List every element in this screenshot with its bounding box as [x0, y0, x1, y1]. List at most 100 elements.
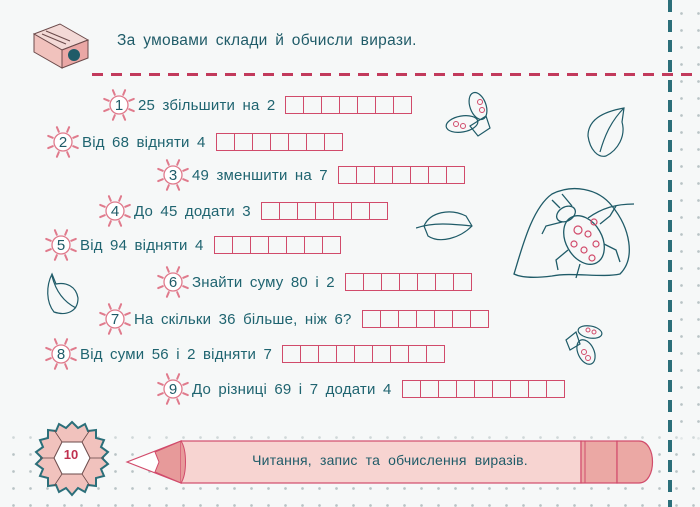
- answer-cell[interactable]: [283, 346, 302, 362]
- answer-cell[interactable]: [304, 97, 323, 113]
- task-row: 4 До 45 додати 3: [98, 195, 388, 227]
- answer-cell[interactable]: [447, 167, 465, 183]
- answer-cell[interactable]: [251, 237, 269, 253]
- answer-cell[interactable]: [286, 97, 305, 113]
- answer-cell[interactable]: [394, 97, 413, 113]
- sun-number-badge: 8: [44, 337, 78, 371]
- answer-grid[interactable]: [215, 133, 343, 151]
- answer-cell[interactable]: [399, 311, 417, 327]
- answer-cell[interactable]: [339, 167, 357, 183]
- horizontal-dashed-divider: [92, 73, 700, 76]
- answer-cell[interactable]: [217, 134, 235, 150]
- answer-cell[interactable]: [323, 237, 341, 253]
- answer-cell[interactable]: [375, 167, 393, 183]
- answer-cell[interactable]: [411, 167, 429, 183]
- answer-cell[interactable]: [427, 346, 446, 362]
- answer-cell[interactable]: [429, 167, 447, 183]
- answer-cell[interactable]: [280, 203, 298, 219]
- answer-cell[interactable]: [253, 134, 271, 150]
- answer-cell[interactable]: [305, 237, 323, 253]
- answer-cell[interactable]: [400, 274, 418, 290]
- answer-cell[interactable]: [352, 203, 370, 219]
- task-row: 2 Від 68 відняти 4: [46, 126, 343, 158]
- sun-number-badge: 6: [156, 265, 190, 299]
- answer-cell[interactable]: [325, 134, 343, 150]
- exercise-instruction: За умовами склади й обчисли вирази.: [117, 32, 417, 49]
- sun-number-badge: 9: [156, 372, 190, 406]
- sun-number-badge: 1: [102, 88, 136, 122]
- answer-cell[interactable]: [381, 311, 399, 327]
- answer-cell[interactable]: [370, 203, 388, 219]
- sun-icon: [45, 338, 77, 370]
- answer-cell[interactable]: [493, 381, 511, 397]
- answer-cell[interactable]: [547, 381, 565, 397]
- answer-cell[interactable]: [322, 97, 341, 113]
- answer-grid[interactable]: [282, 345, 446, 363]
- task-row: 9 До різниці 69 і 7 додати 4: [156, 373, 565, 405]
- answer-cell[interactable]: [319, 346, 338, 362]
- answer-cell[interactable]: [436, 274, 454, 290]
- answer-cell[interactable]: [334, 203, 352, 219]
- answer-grid[interactable]: [361, 310, 489, 328]
- answer-cell[interactable]: [337, 346, 356, 362]
- task-row: 6 Знайти суму 80 і 2: [156, 266, 472, 298]
- task-text: До 45 додати 3: [134, 202, 251, 220]
- answer-cell[interactable]: [453, 311, 471, 327]
- answer-cell[interactable]: [529, 381, 547, 397]
- answer-cell[interactable]: [355, 346, 374, 362]
- answer-cell[interactable]: [391, 346, 410, 362]
- answer-grid[interactable]: [285, 96, 413, 114]
- answer-cell[interactable]: [269, 237, 287, 253]
- answer-cell[interactable]: [235, 134, 253, 150]
- task-row: 8 Від суми 56 і 2 відняти 7: [44, 338, 446, 370]
- answer-cell[interactable]: [364, 274, 382, 290]
- dotted-margin-right: [670, 0, 700, 507]
- answer-cell[interactable]: [215, 237, 233, 253]
- answer-cell[interactable]: [435, 311, 453, 327]
- answer-cell[interactable]: [271, 134, 289, 150]
- answer-cell[interactable]: [421, 381, 439, 397]
- answer-cell[interactable]: [418, 274, 436, 290]
- answer-cell[interactable]: [373, 346, 392, 362]
- pencil-shavings-icon: [34, 420, 110, 497]
- task-text: 25 збільшити на 2: [138, 96, 276, 114]
- answer-cell[interactable]: [346, 274, 364, 290]
- answer-cell[interactable]: [382, 274, 400, 290]
- answer-cell[interactable]: [409, 346, 428, 362]
- task-row: 7 На скільки 36 більше, ніж 6?: [98, 303, 489, 335]
- answer-cell[interactable]: [471, 311, 489, 327]
- answer-cell[interactable]: [454, 274, 472, 290]
- answer-cell[interactable]: [358, 97, 377, 113]
- answer-cell[interactable]: [340, 97, 359, 113]
- answer-cell[interactable]: [298, 203, 316, 219]
- answer-cell[interactable]: [316, 203, 334, 219]
- answer-cell[interactable]: [301, 346, 320, 362]
- answer-cell[interactable]: [233, 237, 251, 253]
- task-row: 1 25 збільшити на 2: [102, 89, 413, 121]
- answer-cell[interactable]: [393, 167, 411, 183]
- answer-cell[interactable]: [363, 311, 381, 327]
- answer-grid[interactable]: [260, 202, 388, 220]
- ladybug-icon: [445, 91, 491, 137]
- answer-cell[interactable]: [357, 167, 375, 183]
- task-number: 9: [168, 380, 178, 398]
- answer-cell[interactable]: [289, 134, 307, 150]
- pencil-icon: [125, 440, 653, 484]
- answer-grid[interactable]: [213, 236, 341, 254]
- answer-grid[interactable]: [337, 166, 465, 184]
- answer-cell[interactable]: [457, 381, 475, 397]
- answer-cell[interactable]: [417, 311, 435, 327]
- answer-cell[interactable]: [475, 381, 493, 397]
- answer-cell[interactable]: [511, 381, 529, 397]
- task-text: На скільки 36 більше, ніж 6?: [134, 310, 352, 328]
- answer-cell[interactable]: [287, 237, 305, 253]
- sun-icon: [157, 266, 189, 298]
- answer-cell[interactable]: [403, 381, 421, 397]
- answer-cell[interactable]: [376, 97, 395, 113]
- answer-cell[interactable]: [307, 134, 325, 150]
- answer-grid[interactable]: [344, 273, 472, 291]
- page-number: 10: [63, 447, 79, 462]
- answer-cell[interactable]: [262, 203, 280, 219]
- answer-grid[interactable]: [401, 380, 565, 398]
- answer-cell[interactable]: [439, 381, 457, 397]
